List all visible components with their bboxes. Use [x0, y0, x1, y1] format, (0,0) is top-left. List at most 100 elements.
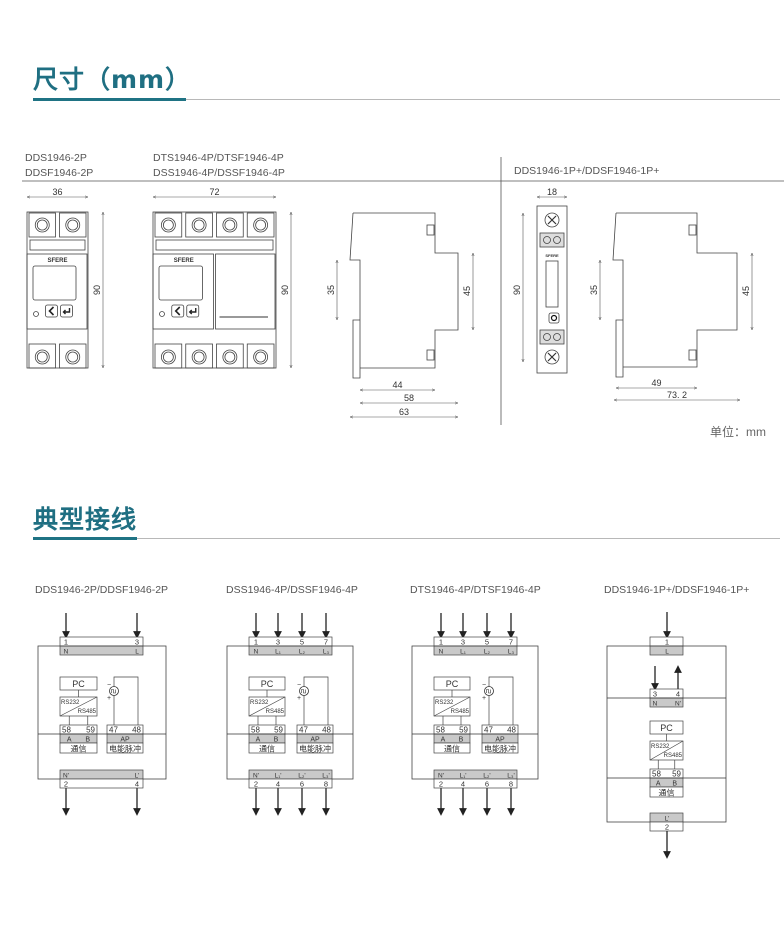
top-terminal-labels — [59, 645, 144, 656]
comm-label: B — [672, 781, 677, 788]
comm-label: A — [67, 737, 72, 744]
depth-dimension-label: 58 — [404, 393, 414, 403]
wiring-diagram-2: 1NN'23L₁L₁'45L₂L₂'67L₃L₃'8PCRS232RS48558… — [226, 613, 354, 816]
model-4p-line1: DTS1946-4P/DTSF1946-4P — [153, 152, 284, 164]
model-4p-line2: DSS1946-4P/DSSF1946-4P — [153, 167, 285, 179]
enter-icon — [62, 308, 71, 315]
terminal-number: 7 — [324, 638, 328, 647]
terminal-screw-top — [65, 217, 81, 233]
terminal-number: 8 — [324, 780, 328, 789]
terminal-screw-bottom — [34, 349, 50, 365]
terminal-screw-bottom-inner — [193, 351, 205, 363]
comm-label: A — [256, 737, 261, 744]
comm-pin: 59 — [672, 770, 681, 779]
lcd-display — [545, 260, 559, 308]
comm-label: A — [441, 737, 446, 744]
comm-pin: 58 — [436, 726, 445, 735]
comm-name: 通信 — [259, 744, 275, 754]
comm-pin: 58 — [251, 726, 260, 735]
terminal-block-bottom — [28, 343, 56, 369]
terminal-block-top — [246, 212, 275, 238]
plus-sign: + — [107, 695, 111, 702]
brand-logo: SFERE — [174, 258, 194, 264]
pulse-pin: 47 — [109, 726, 118, 735]
terminal-label: L₁' — [274, 773, 281, 780]
plus-sign: + — [482, 695, 486, 702]
converter-diagonal — [649, 740, 684, 761]
pulse-name-row — [296, 742, 334, 754]
title-accent-bar — [33, 98, 186, 101]
wiring-title-dts4p: DTS1946-4P/DTSF1946-4P — [410, 584, 541, 596]
terminal-block-top — [154, 212, 183, 238]
height-dimension-label: 90 — [92, 285, 102, 295]
terminal-label: L₃' — [322, 773, 330, 780]
depth-dimension-label: 73. 2 — [667, 390, 687, 400]
enter-button — [186, 304, 200, 318]
terminal-screw-bottom — [65, 349, 81, 365]
pulse-label: AP — [495, 737, 505, 744]
terminal-screw-top — [34, 217, 50, 233]
meter-body — [536, 205, 568, 374]
wiring-accent-bar — [33, 537, 137, 540]
terminal-screw-top-inner — [67, 219, 79, 231]
seal-clips — [155, 239, 274, 251]
chevron-left-icon — [174, 306, 181, 316]
terminal-number: 7 — [509, 638, 513, 647]
terminal-label: L₂ — [299, 649, 306, 656]
comm-name: 通信 — [444, 744, 460, 754]
wiring-title: 典型接线 — [33, 505, 138, 534]
meter-outline — [37, 645, 167, 780]
bottom-terminal-labels — [433, 769, 518, 780]
terminal-block-top-screw — [553, 236, 561, 244]
converter-diagonal — [433, 696, 471, 717]
terminal-number: 2 — [439, 780, 443, 789]
terminal-block-bottom — [185, 343, 213, 369]
width-dimension-label: 18 — [547, 187, 557, 197]
pulse-pin: 47 — [299, 726, 308, 735]
pulse-pin: 48 — [507, 726, 516, 735]
rs232-label: RS232 — [250, 700, 269, 706]
terminal-screw-top-inner — [162, 219, 174, 231]
pulse-wire — [488, 676, 514, 725]
rs232-label: RS232 — [651, 744, 670, 750]
back-button — [171, 304, 185, 318]
depth-dimension-label: 49 — [651, 378, 661, 388]
terminal-label: L₂' — [483, 773, 490, 780]
terminal-label: N — [254, 649, 259, 656]
unit-label: 单位：mm — [710, 425, 766, 439]
front-panel — [152, 253, 214, 330]
pulse-name: 电能脉冲 — [299, 744, 331, 754]
rs232-label: RS232 — [61, 700, 80, 706]
comm-labels-row — [433, 733, 471, 744]
comm-name-row — [248, 742, 286, 754]
terminal-label: N' — [63, 773, 69, 780]
wiring-title-2p: DDS1946-2P/DDSF1946-2P — [35, 584, 169, 596]
blank-panel — [215, 253, 276, 330]
dimensions-title: 尺寸（mm） — [33, 65, 192, 94]
terminal-number: 3 — [135, 638, 139, 647]
converter-diagonal — [59, 696, 98, 717]
terminal-number: 1 — [254, 638, 258, 647]
din-clip-top — [426, 224, 435, 236]
terminal-label: L₃' — [507, 773, 515, 780]
comm-label: B — [274, 737, 279, 744]
terminal-number: 8 — [509, 780, 513, 789]
pulse-wire — [113, 676, 139, 725]
comm-label: B — [459, 737, 464, 744]
pulse-glyph — [486, 689, 491, 694]
pc-label: PC — [72, 679, 85, 689]
top-terminal-numbers — [433, 636, 518, 647]
comm-name-row — [433, 742, 471, 754]
comm-name: 通信 — [659, 788, 675, 798]
comm-label: A — [656, 781, 661, 788]
height-dimension-label: 90 — [280, 285, 290, 295]
width-dimension-label: 36 — [52, 187, 62, 197]
terminal-screw-top-inner — [36, 219, 48, 231]
terminal-label: L₂ — [484, 649, 491, 656]
terminal-screw-top-inner — [255, 219, 267, 231]
minus-sign: − — [482, 682, 486, 689]
terminal-screw-top-inner — [193, 219, 205, 231]
rs232-label: RS232 — [435, 700, 454, 706]
